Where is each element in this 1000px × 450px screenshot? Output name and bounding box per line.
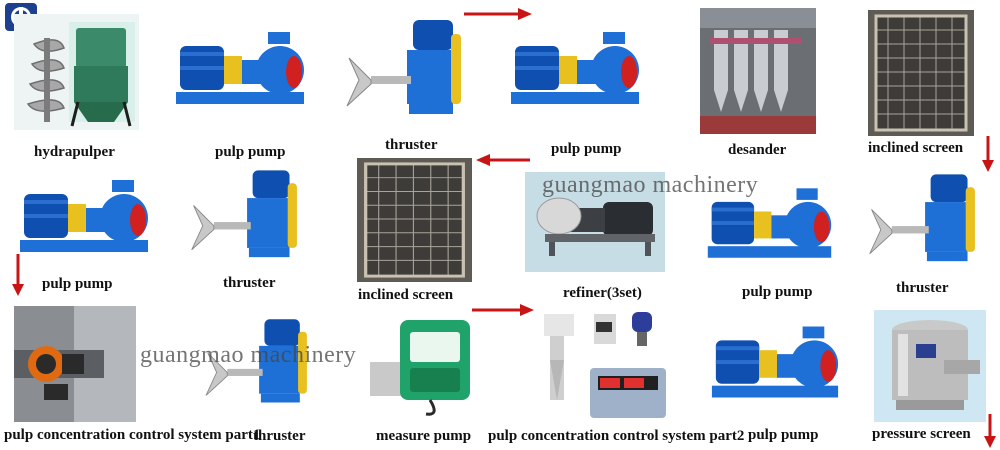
flow-arrow-right — [470, 302, 536, 318]
label-control-system-part2: pulp concentration control system part2 — [488, 428, 745, 444]
label-inclined-screen: inclined screen — [868, 140, 964, 156]
label-pressure-screen: pressure screen — [872, 426, 971, 442]
pulp-pump-image — [706, 316, 844, 410]
label-thruster: thruster — [385, 137, 438, 153]
label-hydrapulper: hydrapulper — [34, 144, 115, 160]
flow-arrow-right — [462, 6, 534, 22]
inclined-screen-image — [357, 158, 472, 282]
pulp-pump-image — [14, 170, 154, 264]
label-pulp-pump: pulp pump — [742, 284, 813, 300]
pressure-screen-image — [874, 310, 986, 422]
flow-arrow-down — [10, 252, 26, 298]
flow-arrow-left — [474, 152, 532, 168]
label-inclined-screen: inclined screen — [358, 287, 454, 303]
pulp-pump-image — [505, 22, 645, 116]
control-system-part2-image — [536, 310, 670, 426]
desander-image — [700, 8, 816, 134]
pulp-pump-image — [170, 22, 310, 116]
thruster-image — [343, 14, 473, 127]
watermark-text: guangmao machinery — [542, 172, 759, 198]
thruster-image — [200, 314, 320, 414]
label-control-system-part1: pulp concentration control system part1 — [4, 427, 261, 443]
label-pulp-pump: pulp pump — [551, 141, 622, 157]
watermark-text: guangmao machinery — [140, 342, 357, 368]
label-measure-pump: measure pump — [376, 428, 472, 444]
label-pulp-pump: pulp pump — [215, 144, 286, 160]
inclined-screen-image — [868, 10, 974, 136]
flow-arrow-down — [982, 412, 998, 450]
label-pulp-pump: pulp pump — [748, 427, 819, 443]
thruster-image — [866, 166, 986, 276]
thruster-image — [188, 164, 308, 270]
measure-pump-image — [370, 312, 480, 416]
hydrapulper-image — [14, 14, 139, 130]
label-refiner: refiner(3set) — [563, 285, 642, 301]
label-thruster: thruster — [223, 275, 276, 291]
label-pulp-pump: pulp pump — [42, 276, 113, 292]
label-thruster: thruster — [896, 280, 949, 296]
label-thruster: thruster — [253, 428, 306, 444]
flow-arrow-down — [980, 134, 996, 174]
control-system-part1-image — [14, 306, 136, 422]
refiner-image — [525, 172, 665, 272]
pulp-pump-image — [702, 178, 837, 270]
label-desander: desander — [728, 142, 787, 158]
